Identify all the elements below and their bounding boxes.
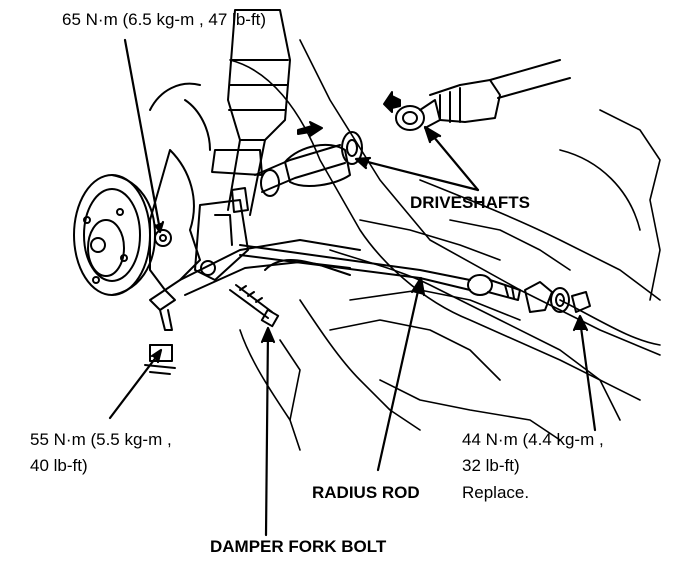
driveshafts-label: DRIVESHAFTS <box>410 193 530 212</box>
torque-right-line2: 32 lb-ft) <box>462 456 520 475</box>
lower-arm <box>149 239 361 331</box>
radius-rod <box>239 244 521 301</box>
torque-right-line1: 44 N·m (4.4 kg-m , <box>462 430 604 449</box>
outer-driveshaft <box>383 59 571 131</box>
damper-fork-bolt <box>229 284 280 328</box>
torque-lower-left-line2: 40 lb-ft) <box>30 456 88 475</box>
torque-lower-left-line1: 55 N·m (5.5 kg-m , <box>30 430 172 449</box>
damper-fork-bolt-label: DAMPER FORK BOLT <box>210 537 387 556</box>
steering-knuckle <box>149 82 211 291</box>
inner-driveshaft <box>254 121 363 197</box>
replace-note: Replace. <box>462 483 530 502</box>
damper-fork <box>194 187 249 281</box>
radius-rod-hardware <box>524 281 591 313</box>
car-body <box>229 39 661 451</box>
torque-upper-label: 65 N·m (6.5 kg-m , 47 lb-ft) <box>62 10 267 29</box>
radius-rod-label: RADIUS ROD <box>312 483 420 502</box>
brake-disc <box>73 174 156 296</box>
leader-lines <box>108 38 597 537</box>
